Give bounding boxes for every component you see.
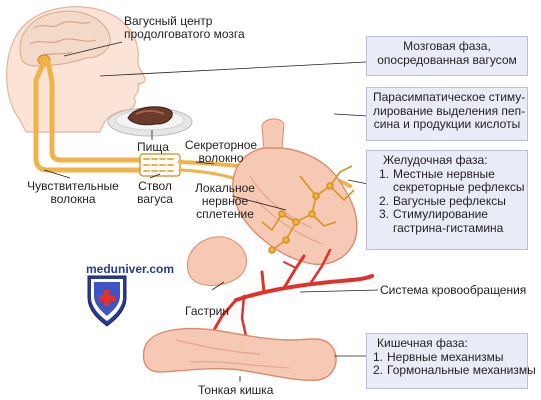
secretory-fiber-label: Секреторное волокно <box>178 139 264 165</box>
sensory-fibers-line-2: волокна <box>50 192 96 206</box>
local-plexus-line-2: нервное <box>201 194 249 208</box>
esophagus <box>261 118 285 151</box>
local-plexus-label: Локальное нервное сплетение <box>190 182 260 221</box>
parasympathetic-line-1: Парасимпатическое стиму- <box>373 90 526 104</box>
gastric-phase-box: Желудочная фаза: 1.Местные нервные секре… <box>366 150 528 250</box>
parasympathetic-box: Парасимпатическое стиму- лирование выдел… <box>366 87 528 141</box>
stomach-illustration <box>187 118 358 286</box>
gastric-phase-title: Желудочная фаза: <box>383 153 488 167</box>
gastric-item-2: 2.Вагусные рефлексы <box>379 193 506 208</box>
local-plexus-line-3: сплетение <box>196 207 254 221</box>
intestinal-phase-list: 1.Нервные механизмы 2.Гормональные механ… <box>373 349 536 378</box>
intestinal-item-2: 2.Гормональные механизмы <box>373 363 536 377</box>
food-label: Пища <box>137 140 169 154</box>
gastric-item-1: 1.Местные нервные <box>379 166 495 181</box>
gastrin-label: Гастрин <box>185 304 229 318</box>
vagus-trunk-line-1: Ствол <box>138 179 172 193</box>
sensory-fibers-label: Чувствительные волокна <box>22 180 124 206</box>
stomach-body <box>232 147 358 265</box>
gastric-item-3-cont: гастрина-гистамина <box>393 220 504 235</box>
vagus-center-line-1: Вагусный центр <box>124 14 213 28</box>
food-plate <box>107 106 193 137</box>
small-intestine-label: Тонкая кишка <box>198 383 274 397</box>
vagus-trunk-label: Ствол вагуса <box>130 180 180 206</box>
brain-shape <box>19 10 111 67</box>
gastric-phase-list: 1.Местные нервные секреторные рефлексы 2… <box>379 166 525 236</box>
secretory-fiber-line-1: Секреторное <box>184 138 258 152</box>
duodenum <box>187 236 247 286</box>
leader-lines <box>43 41 379 382</box>
parasympathetic-line-2: лирование выделения пеп- <box>373 103 526 118</box>
vagus-center-label: Вагусный центр продолговатого мозга <box>124 15 245 41</box>
cephalic-line-1: Мозговая фаза, <box>403 39 491 53</box>
circulatory-system-label: Система кровообращения <box>380 283 527 297</box>
local-nerve-plexus <box>261 165 355 254</box>
intestinal-phase-title: Кишечная фаза: <box>377 336 468 350</box>
head-illustration <box>6 6 146 133</box>
small-intestine-illustration <box>142 327 337 382</box>
cephalic-line-2: опосредованная вагусом <box>377 52 517 67</box>
meduniver-logo <box>87 275 127 327</box>
local-plexus-line-1: Локальное <box>195 181 255 195</box>
vagus-trunk-line-2: вагуса <box>137 192 173 206</box>
intestinal-item-1: 1.Нервные механизмы <box>373 349 504 364</box>
secretory-fiber-path <box>45 59 143 163</box>
parasympathetic-line-3: сина и продукции кислоты <box>373 117 521 131</box>
intestinal-phase-box: Кишечная фаза: 1.Нервные механизмы 2.Гор… <box>366 333 536 389</box>
gastric-item-1-cont: секреторные рефлексы <box>393 180 525 194</box>
sensory-fiber-path <box>33 59 143 173</box>
artery-network <box>212 248 374 338</box>
secretory-fiber-line-2: волокно <box>198 151 244 165</box>
sensory-fibers-line-1: Чувствительные <box>27 179 119 193</box>
vagus-center-line-2: продолговатого мозга <box>124 27 245 41</box>
cephalic-phase-box: Мозговая фаза, опосредованная вагусом <box>366 36 528 76</box>
watermark-text: meduniver.com <box>86 262 175 276</box>
gastric-item-3: 3.Стимулирование <box>379 207 488 221</box>
